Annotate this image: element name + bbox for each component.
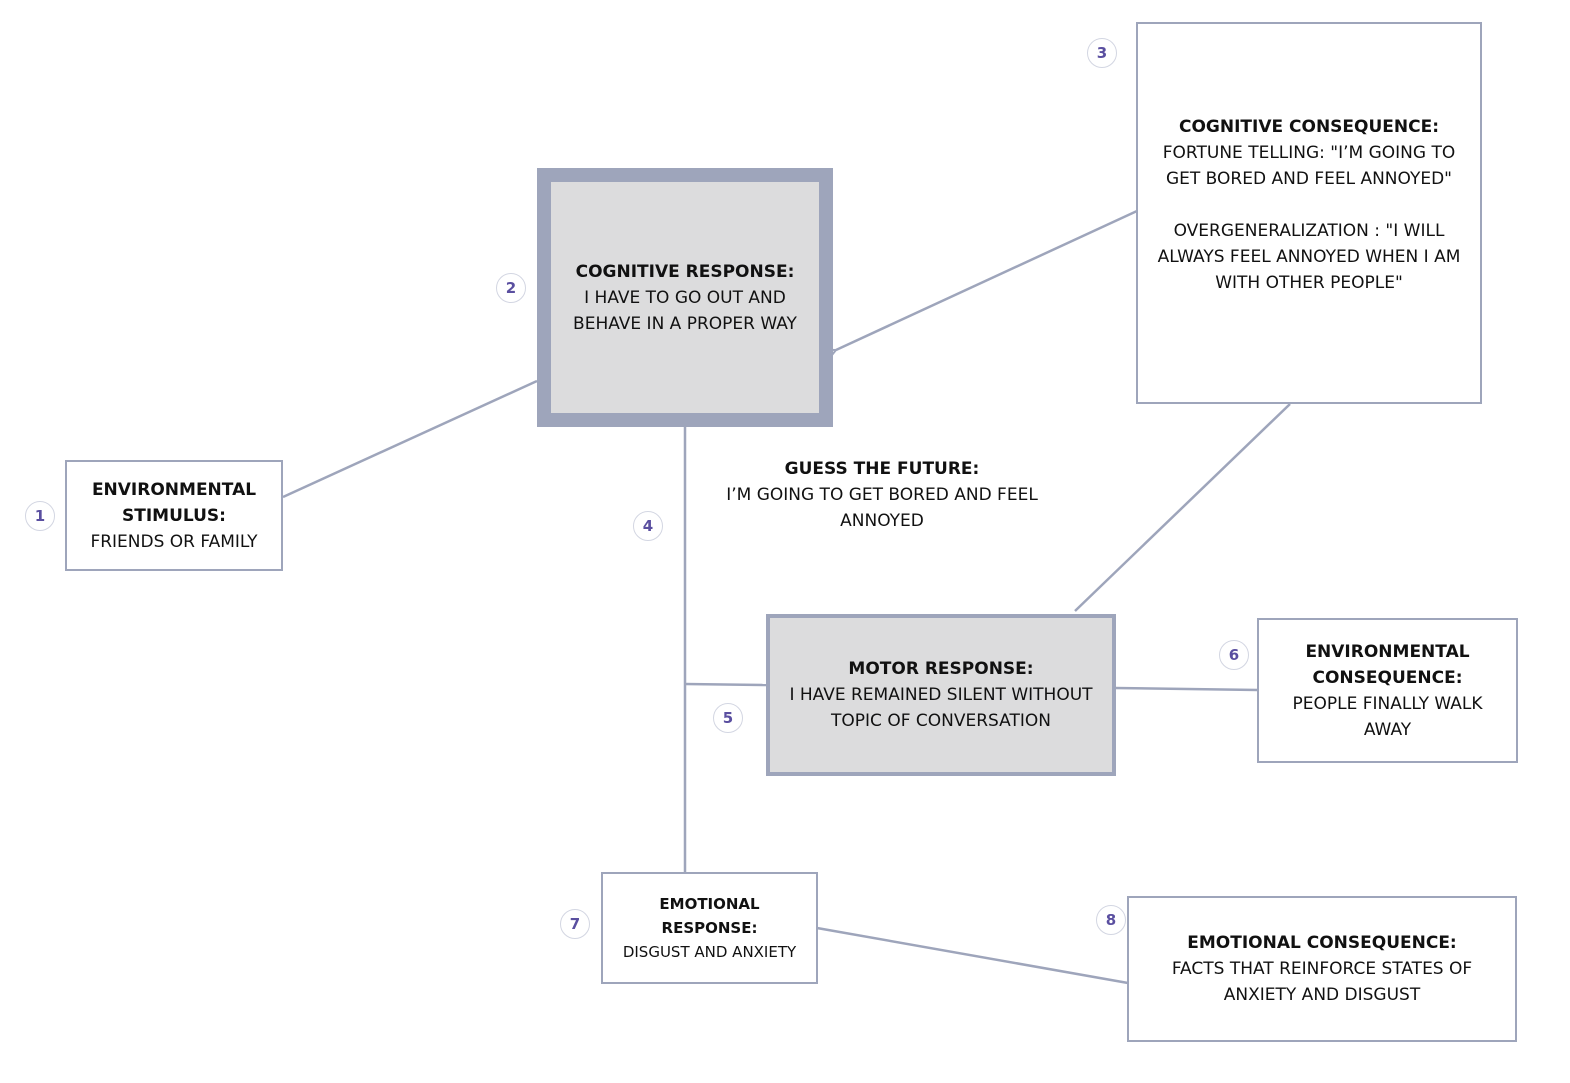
emotional-consequence-text: FACTS THAT REINFORCE STATES OF ANXIETY A… bbox=[1171, 959, 1473, 1005]
environmental-consequence-title: ENVIRONMENTAL CONSEQUENCE: bbox=[1305, 641, 1470, 688]
cognitive-response-box[interactable]: COGNITIVE RESPONSE: I HAVE TO GO OUT AND… bbox=[537, 168, 833, 427]
connector-consequence-to-cognitive-response-arrow bbox=[822, 209, 1138, 362]
step-number-1: 1 bbox=[25, 501, 55, 531]
connector-stimulus-to-cognitive-response bbox=[282, 379, 538, 499]
environmental-consequence-text: PEOPLE FINALLY WALK AWAY bbox=[1292, 693, 1483, 740]
environmental-stimulus-title: ENVIRONMENTAL STIMULUS: bbox=[91, 479, 257, 526]
connector-emotional-response-to-consequence bbox=[816, 926, 1129, 985]
step-number-8: 8 bbox=[1096, 905, 1126, 935]
step-number-5: 5 bbox=[713, 703, 743, 733]
motor-response-text: I HAVE REMAINED SILENT WITHOUT TOPIC OF … bbox=[789, 685, 1093, 731]
guess-the-future-text: I’M GOING TO GET BORED AND FEEL ANNOYED bbox=[726, 485, 1038, 531]
environmental-consequence-box[interactable]: ENVIRONMENTAL CONSEQUENCE: PEOPLE FINALL… bbox=[1257, 618, 1518, 763]
connector-trunk-to-motor-response bbox=[684, 682, 768, 687]
cognitive-consequence-title: COGNITIVE CONSEQUENCE: bbox=[1178, 117, 1440, 137]
step-number-3: 3 bbox=[1087, 38, 1117, 68]
connector-motor-to-environmental-consequence bbox=[1114, 686, 1259, 692]
emotional-consequence-box[interactable]: EMOTIONAL CONSEQUENCE: FACTS THAT REINFO… bbox=[1127, 896, 1517, 1042]
environmental-stimulus-box[interactable]: ENVIRONMENTAL STIMULUS: FRIENDS OR FAMIL… bbox=[65, 460, 283, 571]
cognitive-response-title: COGNITIVE RESPONSE: bbox=[575, 261, 795, 282]
guess-the-future-label: GUESS THE FUTURE: I’M GOING TO GET BORED… bbox=[712, 456, 1052, 534]
emotional-response-text: DISGUST AND ANXIETY bbox=[622, 943, 797, 961]
cognitive-consequence-box[interactable]: COGNITIVE CONSEQUENCE: FORTUNE TELLING: … bbox=[1136, 22, 1482, 404]
guess-the-future-title: GUESS THE FUTURE: bbox=[784, 459, 980, 479]
step-number-4: 4 bbox=[633, 511, 663, 541]
motor-response-title: MOTOR RESPONSE: bbox=[848, 659, 1034, 679]
step-number-2: 2 bbox=[496, 273, 526, 303]
cognitive-response-text: I HAVE TO GO OUT AND BEHAVE IN A PROPER … bbox=[573, 287, 797, 334]
step-number-6: 6 bbox=[1219, 640, 1249, 670]
emotional-response-title: EMOTIONAL RESPONSE: bbox=[659, 895, 760, 937]
environmental-stimulus-text: FRIENDS OR FAMILY bbox=[90, 531, 258, 552]
motor-response-box[interactable]: MOTOR RESPONSE: I HAVE REMAINED SILENT W… bbox=[766, 614, 1116, 776]
step-number-7: 7 bbox=[560, 909, 590, 939]
connector-consequence-to-motor-response bbox=[1074, 403, 1291, 612]
emotional-response-box[interactable]: EMOTIONAL RESPONSE: DISGUST AND ANXIETY bbox=[601, 872, 818, 984]
cognitive-consequence-text: FORTUNE TELLING: "I’M GOING TO GET BORED… bbox=[1157, 143, 1461, 293]
emotional-consequence-title: EMOTIONAL CONSEQUENCE: bbox=[1187, 933, 1457, 953]
